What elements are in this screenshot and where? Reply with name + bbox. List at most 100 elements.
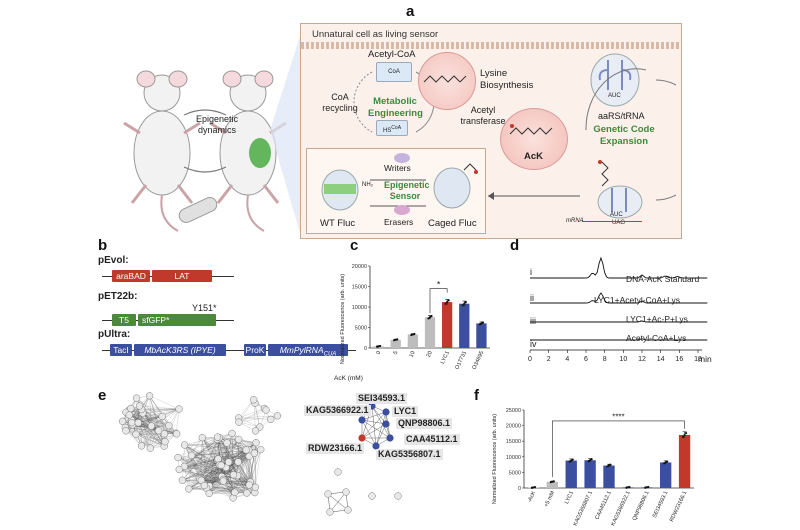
trace-line <box>530 292 708 304</box>
cluster-b-edge <box>209 481 251 494</box>
singleton-node <box>394 492 402 500</box>
cluster-a-edge <box>141 425 152 446</box>
mouse-left-icon <box>123 70 201 232</box>
mrna-strand <box>582 221 642 222</box>
writers-label: Writers <box>384 163 411 173</box>
time-tick-label: 18 <box>694 356 702 363</box>
pevol-arabad: araBAD <box>112 270 150 282</box>
bar-20 <box>424 317 436 348</box>
replicate-point <box>552 480 555 483</box>
replicate-point <box>628 485 631 489</box>
trna-icon <box>590 53 640 107</box>
metabolic-engineering-label: Metabolic Engineering <box>368 96 423 119</box>
cluster-a-edge <box>149 395 159 431</box>
y-tick-label: 10000 <box>506 455 521 461</box>
x-tick-label: O17731 <box>454 350 468 370</box>
wt-fluc-nh2-label: NH₂ <box>362 182 373 188</box>
cluster-b-edge <box>249 456 251 483</box>
cluster-b-edge <box>255 449 261 488</box>
lysine-biosynthesis-label: Lysine Biosynthesis <box>480 68 534 91</box>
mice-illustration <box>123 70 287 232</box>
lyc1-cluster-edge <box>371 405 387 425</box>
cluster-a-edge <box>149 395 161 430</box>
bar-SEI34593.1 <box>660 462 672 488</box>
x-tick-label: KAG5356807.1 <box>573 490 594 527</box>
cluster-b-edge <box>184 444 247 494</box>
cluster-b-edge <box>225 467 235 493</box>
cluster-b-edge <box>234 456 250 493</box>
cluster-a-node <box>158 412 166 421</box>
cluster-a-node <box>132 394 141 402</box>
y-tick-label: 5000 <box>509 470 521 476</box>
cluster-b-edge <box>249 456 256 488</box>
cluster-a-node <box>137 442 146 450</box>
cluster-b-edge <box>223 480 250 486</box>
cluster-c-edge <box>238 399 254 419</box>
cluster-b-edge <box>238 439 247 494</box>
ack-circle <box>500 108 568 170</box>
living-sensor-header: Unnatural cell as living sensor <box>312 29 439 40</box>
node-label-sei34593: SEI34593.1 <box>356 393 408 404</box>
cluster-c-node <box>250 396 258 404</box>
y-tick-label: 5000 <box>355 326 367 332</box>
replicate-point <box>647 485 650 489</box>
cluster-b-edge <box>238 439 261 450</box>
cluster-a-node <box>147 422 156 430</box>
cluster-a-edge <box>125 427 166 442</box>
small-cluster-node <box>344 506 352 514</box>
replicate-point <box>430 315 433 318</box>
cluster-b-node <box>200 481 209 490</box>
lyc1-cluster-edge <box>361 419 377 447</box>
replicate-point <box>378 344 382 348</box>
cluster-b-node <box>243 489 251 497</box>
cluster-c-node <box>262 406 270 414</box>
bar-10 <box>407 334 418 348</box>
lyc1-cluster-node <box>372 442 380 450</box>
cluster-a-edge <box>139 405 177 434</box>
mrna-label: mRNA <box>566 218 584 224</box>
mutation-label: Y151* <box>192 303 217 313</box>
bar-LYC1 <box>442 302 453 348</box>
cluster-b-node <box>245 481 253 489</box>
y-tick-label: 20000 <box>352 264 367 270</box>
cluster-c-node <box>235 418 243 426</box>
panel-d-label: d <box>510 237 520 254</box>
replicate-point <box>481 321 485 324</box>
lyc1-cluster-edge <box>375 423 387 447</box>
time-tick-label: 14 <box>657 356 665 363</box>
replicate-point <box>461 304 464 307</box>
replicate-point <box>427 317 430 320</box>
replicate-point <box>684 431 688 435</box>
cluster-b-edge <box>179 449 247 470</box>
cluster-a-edge <box>125 430 151 449</box>
auc-bottom-label: AUC <box>610 212 623 218</box>
x-tick-label: 10 <box>409 350 417 358</box>
cluster-a-edge <box>149 395 169 426</box>
time-tick-label: 16 <box>675 356 683 363</box>
cluster-b-node <box>250 449 259 457</box>
small-cluster-edge <box>329 491 347 513</box>
cluster-b-node <box>257 445 265 454</box>
node-label-lyc1: LYC1 <box>392 406 419 417</box>
epigenetic-sensor-label: Epigenetic Sensor <box>384 180 430 201</box>
x-tick-label: CAA45112.1 <box>594 490 612 520</box>
replicate-point <box>447 299 450 302</box>
membrane-band <box>301 42 679 49</box>
lyc1-cluster-edge <box>371 405 391 439</box>
cluster-a-edge <box>150 425 169 449</box>
cluster-b-node <box>252 439 260 447</box>
pultra-label: pUltra: <box>98 329 131 340</box>
panel-e-label: e <box>98 387 107 404</box>
significance-bracket <box>429 288 448 314</box>
significance-label: * <box>437 280 441 290</box>
epigenetic-dynamics-label: Epigenetic dynamics <box>195 114 239 135</box>
x-tick-label: SEI34593.1 <box>652 490 670 519</box>
cluster-a-node <box>161 438 169 446</box>
replicate-point <box>428 316 432 319</box>
pevol-lat: LAT <box>152 270 212 282</box>
x-unit-label: min <box>698 354 712 364</box>
cluster-b-node <box>223 439 231 447</box>
cluster-b-edge <box>221 476 255 493</box>
cluster-b-node <box>180 441 189 449</box>
lyc1-cluster-edge <box>361 411 387 439</box>
